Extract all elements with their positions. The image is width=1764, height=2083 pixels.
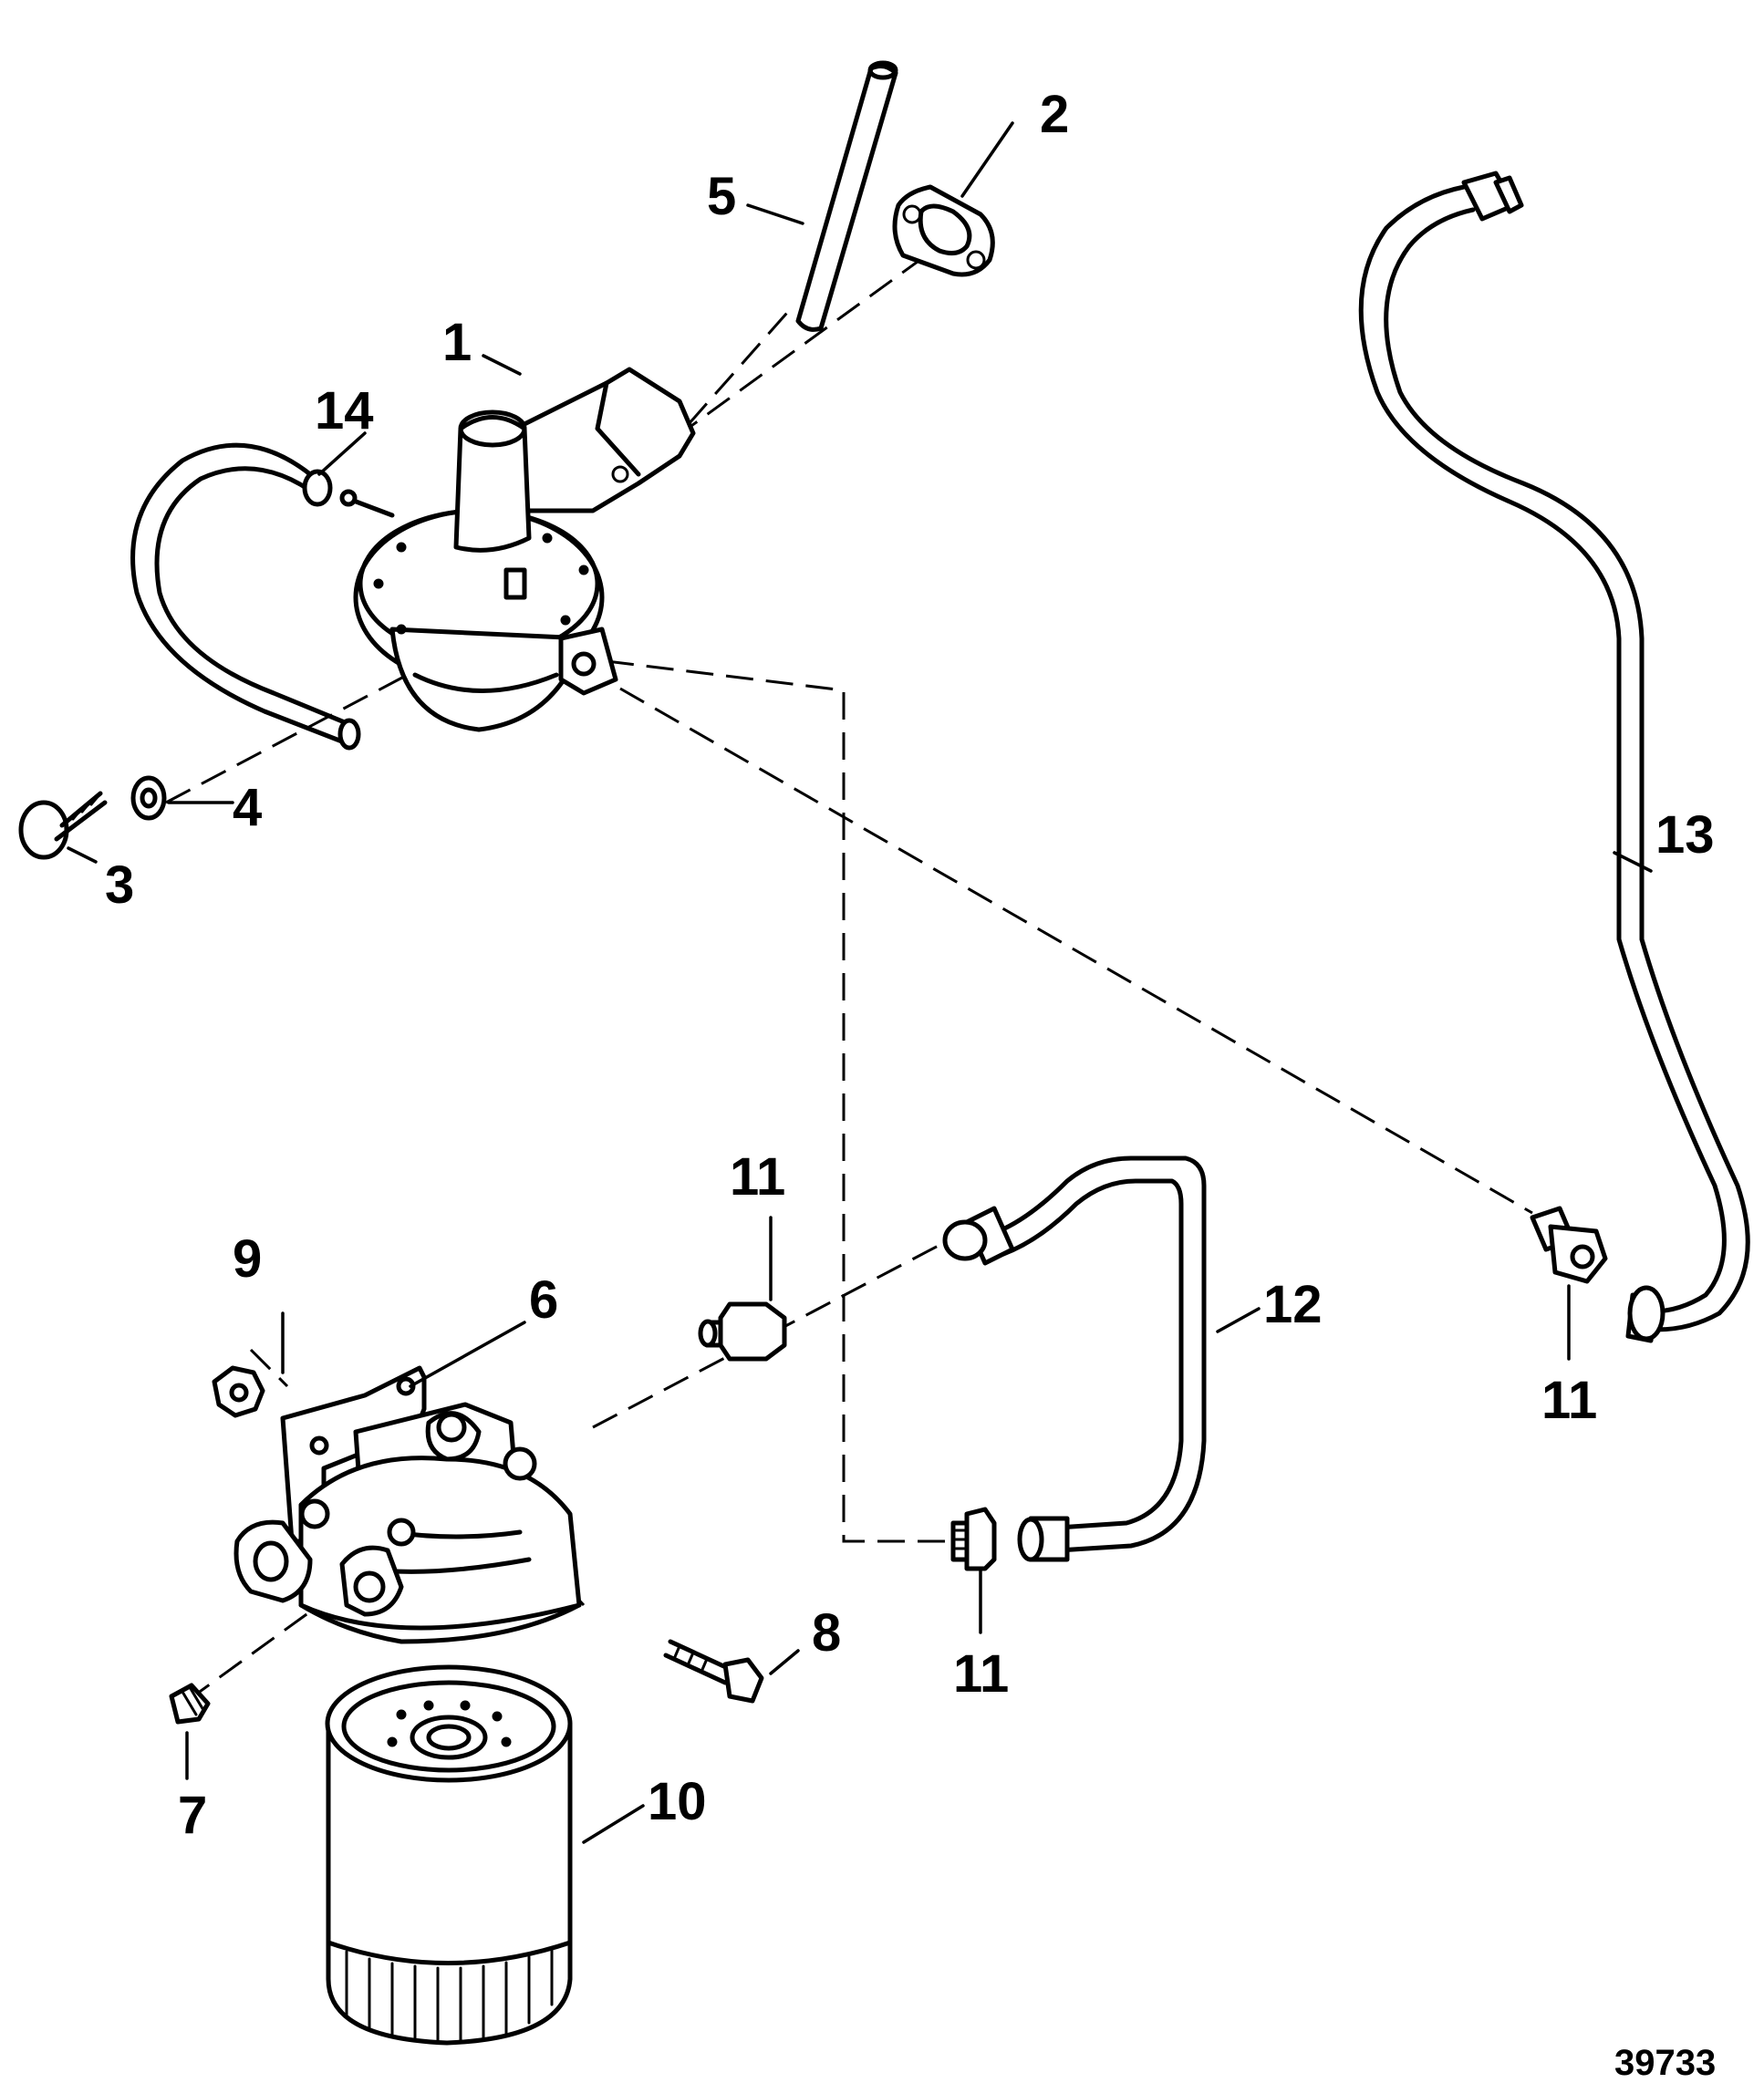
filter-head bbox=[233, 1365, 582, 1644]
hose bbox=[130, 442, 361, 751]
pushrod bbox=[795, 60, 898, 332]
callout-11-right: 11 bbox=[1541, 1371, 1597, 1430]
fuel-line-long bbox=[1358, 171, 1750, 1343]
callout-3: 3 bbox=[105, 855, 134, 915]
callouts: 1 2 3 4 5 6 7 8 9 10 11 11 11 12 13 14 bbox=[105, 85, 1715, 1845]
callout-11-upper: 11 bbox=[730, 1147, 785, 1207]
figure-number: 39733 bbox=[1614, 2043, 1716, 2083]
callout-2: 2 bbox=[1040, 85, 1069, 144]
fitting-elbow bbox=[1530, 1206, 1608, 1284]
callout-7: 7 bbox=[178, 1786, 207, 1845]
washer bbox=[130, 775, 167, 821]
callout-12: 12 bbox=[1263, 1275, 1323, 1334]
gasket bbox=[892, 184, 995, 277]
callout-5: 5 bbox=[707, 167, 736, 226]
fuel-line-u bbox=[942, 1155, 1207, 1562]
callout-8: 8 bbox=[812, 1603, 841, 1663]
filter-canister bbox=[325, 1664, 573, 2046]
callout-11-lower: 11 bbox=[953, 1644, 1009, 1704]
leader-lines bbox=[67, 121, 1653, 1844]
callout-13: 13 bbox=[1655, 805, 1715, 865]
callout-6: 6 bbox=[529, 1270, 558, 1330]
plug bbox=[169, 1683, 211, 1725]
bolt bbox=[18, 791, 108, 860]
fitting-upper bbox=[698, 1301, 787, 1362]
nut bbox=[212, 1365, 265, 1418]
fitting-lower bbox=[950, 1507, 997, 1571]
callout-4: 4 bbox=[233, 778, 262, 837]
fuel-pump bbox=[339, 367, 696, 732]
callout-14: 14 bbox=[315, 381, 374, 440]
callout-9: 9 bbox=[233, 1229, 262, 1289]
callout-10: 10 bbox=[648, 1772, 707, 1831]
filter-bolt bbox=[663, 1639, 764, 1704]
callout-1: 1 bbox=[442, 313, 472, 372]
